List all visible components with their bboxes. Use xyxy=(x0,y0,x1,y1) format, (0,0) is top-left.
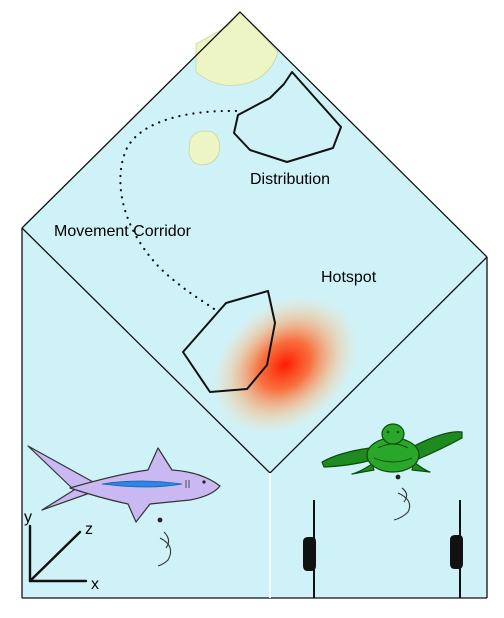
distribution-polygon xyxy=(233,71,342,163)
water-area xyxy=(22,12,487,598)
acoustic-receiver-icon xyxy=(303,500,316,598)
hotspot-glow xyxy=(210,294,360,436)
distribution-label: Distribution xyxy=(250,171,330,188)
hotspot-label: Hotspot xyxy=(321,269,377,286)
frame-lines xyxy=(21,11,488,599)
acoustic-receiver-icon xyxy=(450,500,463,598)
z-axis-label: z xyxy=(85,521,93,538)
acoustic-tag-signal-icon xyxy=(393,474,411,521)
x-axis-label: x xyxy=(91,576,99,593)
shark-icon xyxy=(27,445,221,523)
sea-turtle-icon xyxy=(321,423,463,475)
y-axis-label: y xyxy=(24,509,32,526)
land-mass-island xyxy=(188,130,221,166)
axes-icon xyxy=(28,524,88,583)
core-area-polygon xyxy=(182,290,276,393)
land-mass-top xyxy=(195,11,279,86)
movement-corridor-label: Movement Corridor xyxy=(54,223,192,240)
acoustic-tag-signal-icon xyxy=(157,517,172,567)
movement-corridor-path xyxy=(119,109,238,314)
